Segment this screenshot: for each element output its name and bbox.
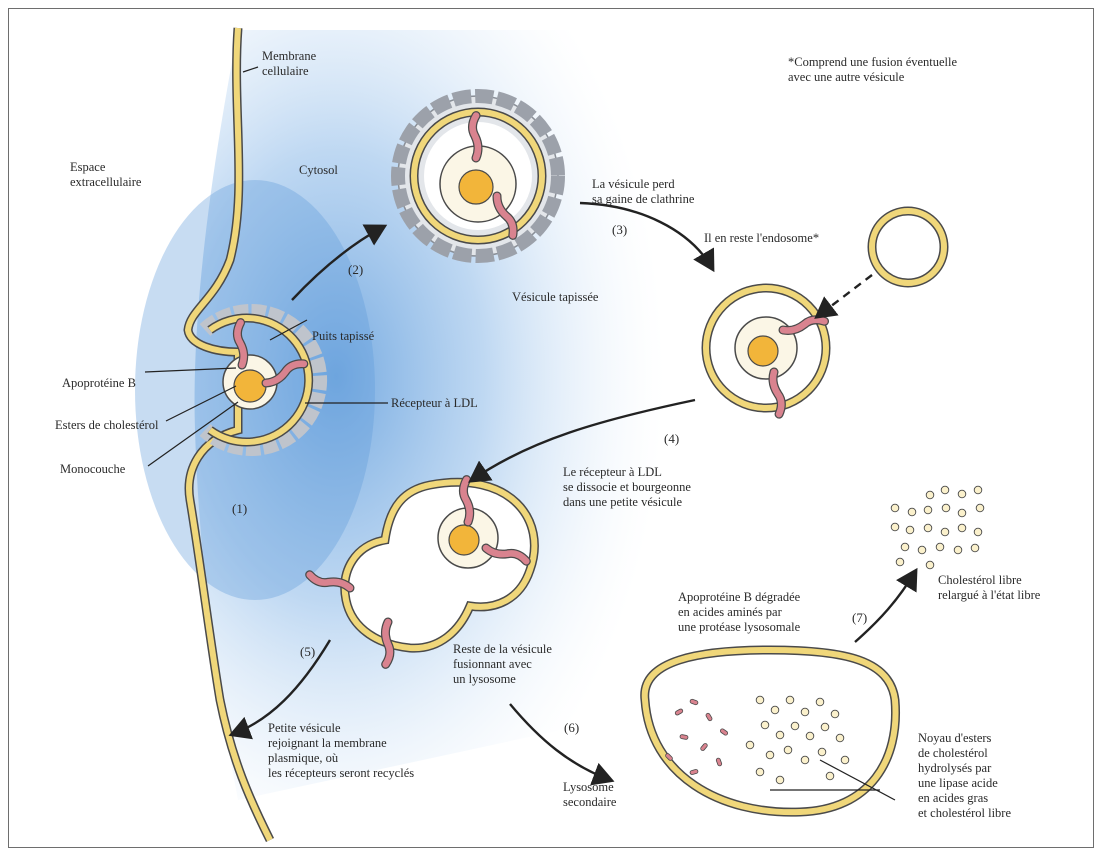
secondary-lysosome-label: Lysosome secondaire — [563, 780, 616, 810]
loses-clathrin-label: La vésicule perd sa gaine de clathrine — [592, 177, 694, 207]
step-4-label: (4) — [664, 431, 679, 446]
receptor-dissociates-label: Le récepteur à LDL se dissocie et bourge… — [563, 465, 691, 510]
coated-pit-label: Puits tapissé — [312, 329, 374, 344]
secondary-lysosome — [645, 650, 896, 812]
apoprotein-b-label: Apoprotéine B — [62, 376, 136, 391]
step-1-label: (1) — [232, 501, 247, 516]
step-7-label: (7) — [852, 610, 867, 625]
step-2-label: (2) — [348, 262, 363, 277]
ester-core-label: Noyau d'esters de cholestérol hydrolysés… — [918, 731, 1011, 821]
monolayer-label: Monocouche — [60, 462, 125, 477]
cytosol-label: Cytosol — [299, 163, 338, 178]
small-vesicle-recycling-label: Petite vésicule rejoignant la membrane p… — [268, 721, 414, 781]
ldl-receptor-label: Récepteur à LDL — [391, 396, 478, 411]
apoprotein-b-degraded-label: Apoprotéine B dégradée en acides aminés … — [678, 590, 800, 635]
free-cholesterol-label: Cholestérol libre relargué à l'état libr… — [938, 573, 1040, 603]
endosome-label: Il en reste l'endosome* — [704, 231, 819, 246]
step-6-label: (6) — [564, 720, 579, 735]
free-cholesterol-cloud — [891, 486, 984, 569]
step-5-label: (5) — [300, 644, 315, 659]
coated-vesicle — [398, 96, 558, 256]
step-3-label: (3) — [612, 222, 627, 237]
vesicle-remnant-label: Reste de la vésicule fusionnant avec un … — [453, 642, 552, 687]
membrane-label: Membrane cellulaire — [262, 49, 316, 79]
endosome — [706, 288, 826, 414]
small-vesicle — [872, 211, 944, 283]
cholesterol-esters-label: Esters de cholestérol — [55, 418, 158, 433]
extracellular-space-label: Espace extracellulaire — [70, 160, 141, 190]
coated-vesicle-label: Vésicule tapissée — [512, 290, 598, 305]
fusion-footnote: *Comprend une fusion éventuelle avec une… — [788, 55, 957, 85]
